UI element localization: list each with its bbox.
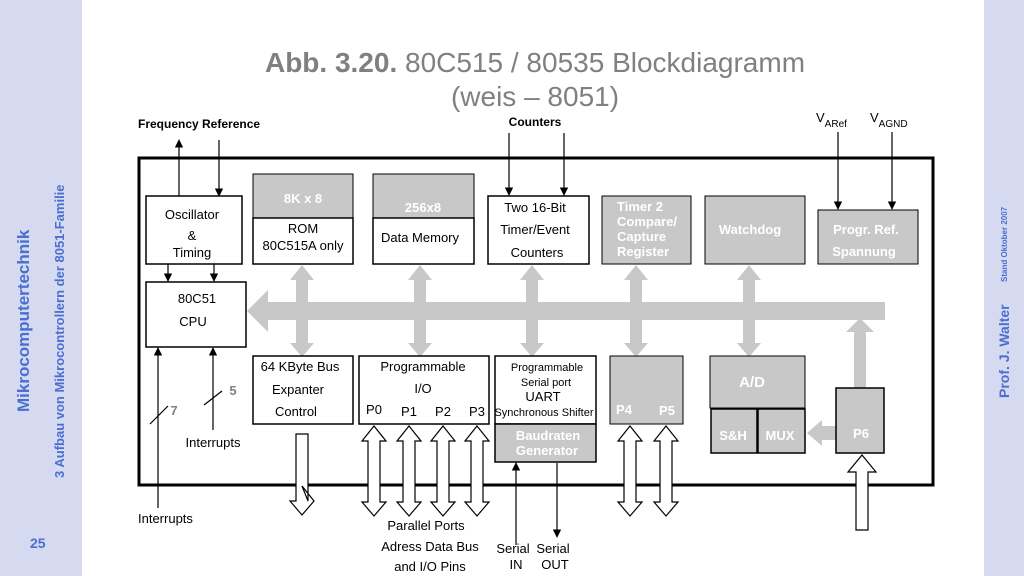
sh-label: S&H bbox=[719, 428, 746, 443]
data-memory-block bbox=[372, 217, 475, 265]
timer2-label-4: Register bbox=[617, 244, 669, 259]
bus-expander-block bbox=[252, 355, 354, 425]
interrupt-count-5: 5 bbox=[229, 383, 236, 398]
ports-p4-p5-block bbox=[609, 355, 684, 425]
timer-label-2: Timer/Event bbox=[500, 222, 570, 237]
parallel-ports-label-3: and I/O Pins bbox=[394, 559, 466, 574]
port-p4-label: P4 bbox=[616, 402, 633, 417]
cpu-label-1: 80C51 bbox=[178, 291, 216, 306]
interrupts-bottom-label: Interrupts bbox=[138, 511, 193, 526]
timer2-label-2: Compare/ bbox=[617, 214, 677, 229]
figure-title: 80C515 / 80535 Blockdiagramm bbox=[405, 47, 806, 78]
progr-ref-block bbox=[817, 209, 919, 265]
rom-label-2: 80C515A only bbox=[263, 238, 344, 253]
port-p6-label: P6 bbox=[853, 426, 869, 441]
osc-label-2: & bbox=[188, 228, 197, 243]
sample-hold-block bbox=[710, 408, 758, 454]
internal-bus bbox=[247, 290, 885, 332]
timer2-label-1: Timer 2 bbox=[617, 199, 663, 214]
oscillator-block bbox=[145, 195, 243, 265]
counters-label: Counters bbox=[509, 115, 562, 129]
ram-label: Data Memory bbox=[381, 230, 460, 245]
uart-label-3: UART bbox=[525, 389, 560, 404]
mux-block bbox=[757, 408, 806, 454]
bus-label-1: 64 KByte Bus bbox=[261, 359, 340, 374]
osc-label-1: Oscillator bbox=[165, 207, 220, 222]
ad-converter-block bbox=[709, 355, 806, 409]
frequency-reference-label: Frequency Reference bbox=[138, 117, 260, 131]
pio-label-2: I/O bbox=[414, 381, 431, 396]
port-p2-label: P2 bbox=[435, 404, 451, 419]
interrupts-inner-label: Interrupts bbox=[186, 435, 241, 450]
baudrate-generator-block bbox=[494, 423, 597, 463]
figure-subtitle: (weis – 8051) bbox=[450, 81, 620, 112]
serial-out-label-2: OUT bbox=[541, 557, 569, 572]
uart-label-1: Programmable bbox=[511, 362, 583, 374]
timer-counter-block bbox=[487, 195, 590, 265]
ad-label: A/D bbox=[739, 374, 765, 391]
mux-label: MUX bbox=[766, 428, 795, 443]
baud-label-2: Generator bbox=[516, 443, 578, 458]
rom-top-label: 8K x 8 bbox=[284, 191, 322, 206]
bus-connectors bbox=[290, 265, 874, 446]
rom-label-1: ROM bbox=[288, 221, 318, 236]
pref-label-2: Spannung bbox=[832, 244, 896, 259]
parallel-ports-label-2: Adress Data Bus bbox=[381, 539, 479, 554]
varef-label: VARef bbox=[816, 110, 847, 130]
right-sidebar bbox=[984, 0, 1024, 576]
serial-out-label-1: Serial bbox=[536, 541, 569, 556]
page-number: 25 bbox=[30, 535, 46, 551]
page-title: Abb. 3.20. 80C515 / 80535 Blockdiagramm … bbox=[180, 46, 890, 114]
cpu-label-2: CPU bbox=[179, 314, 206, 329]
baud-label-1: Baudraten bbox=[516, 428, 580, 443]
bus-label-3: Control bbox=[275, 404, 317, 419]
port-arrows bbox=[288, 425, 878, 531]
timer-label-3: Counters bbox=[511, 245, 564, 260]
figure-number: Abb. 3.20. bbox=[264, 47, 398, 78]
cpu-block bbox=[145, 281, 247, 348]
port-p1-label: P1 bbox=[401, 404, 417, 419]
left-sidebar bbox=[0, 0, 82, 576]
timer-label-1: Two 16-Bit bbox=[504, 200, 566, 215]
uart-block bbox=[494, 355, 597, 425]
parallel-ports-label-1: Parallel Ports bbox=[387, 518, 465, 533]
vagnd-label: VAGND bbox=[870, 110, 908, 130]
bus-label-2: Expanter bbox=[272, 382, 325, 397]
port-p6-block bbox=[835, 387, 885, 454]
interrupt-count-7: 7 bbox=[170, 403, 177, 418]
rom-block bbox=[252, 217, 354, 265]
rom-top-block bbox=[252, 173, 354, 219]
ram-top-label: 256x8 bbox=[405, 200, 441, 215]
port-p3-label: P3 bbox=[469, 404, 485, 419]
pref-label-1: Progr. Ref. bbox=[833, 222, 899, 237]
signal-lines bbox=[149, 132, 897, 545]
watchdog-label: Watchdog bbox=[719, 222, 781, 237]
port-p5-label: P5 bbox=[659, 403, 675, 418]
serial-in-label-1: Serial bbox=[496, 541, 529, 556]
pio-label-1: Programmable bbox=[380, 359, 465, 374]
timer2-label-3: Capture bbox=[617, 229, 666, 244]
watchdog-block bbox=[704, 195, 806, 265]
port-p0-label: P0 bbox=[366, 402, 382, 417]
uart-label-4: Synchronous Shifter bbox=[494, 407, 593, 419]
chip-outline bbox=[137, 156, 935, 487]
timer2-block bbox=[601, 195, 692, 265]
serial-in-label-2: IN bbox=[510, 557, 523, 572]
osc-label-3: Timing bbox=[173, 245, 212, 260]
programmable-io-block bbox=[358, 355, 490, 425]
uart-label-2: Serial port bbox=[521, 377, 571, 389]
